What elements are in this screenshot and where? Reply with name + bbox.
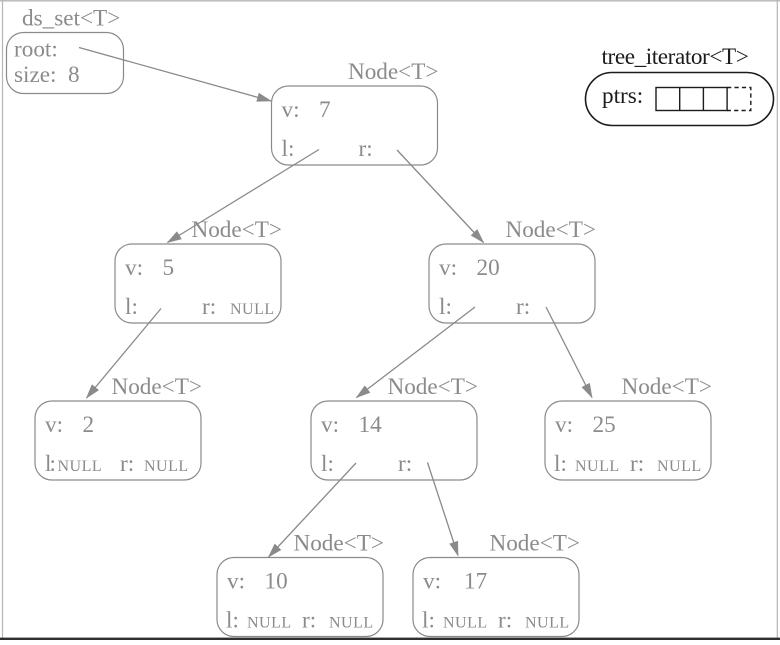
svg-text:NULL: NULL	[657, 458, 702, 475]
svg-text:Node<T>: Node<T>	[505, 217, 596, 243]
svg-text:size:: size:	[14, 62, 57, 88]
svg-text:17: 17	[464, 569, 487, 595]
svg-text:Node<T>: Node<T>	[348, 59, 439, 85]
svg-text:l:: l:	[422, 608, 435, 634]
svg-text:Node<T>: Node<T>	[387, 374, 478, 400]
svg-text:r:: r:	[398, 451, 412, 477]
svg-text:r:: r:	[498, 608, 512, 634]
svg-text:l:: l:	[554, 451, 567, 477]
svg-text:v:: v:	[125, 255, 143, 281]
svg-text:5: 5	[163, 255, 175, 281]
svg-text:NULL: NULL	[58, 458, 103, 475]
svg-text:NULL: NULL	[443, 615, 488, 632]
svg-text:r:: r:	[120, 451, 134, 477]
svg-text:2: 2	[83, 412, 95, 438]
svg-text:r:: r:	[302, 608, 316, 634]
svg-text:l:: l:	[125, 294, 138, 320]
svg-text:10: 10	[265, 569, 288, 595]
svg-text:8: 8	[68, 62, 80, 88]
svg-text:v:: v:	[439, 255, 457, 281]
svg-text:NULL: NULL	[575, 458, 620, 475]
svg-text:Node<T>: Node<T>	[621, 374, 712, 400]
svg-text:l:: l:	[282, 136, 295, 162]
svg-text:v:: v:	[45, 412, 63, 438]
svg-text:NULL: NULL	[247, 615, 292, 632]
svg-text:NULL: NULL	[525, 615, 570, 632]
svg-text:7: 7	[319, 97, 331, 123]
svg-text:r:: r:	[516, 294, 530, 320]
svg-text:Node<T>: Node<T>	[489, 531, 580, 557]
svg-text:l:: l:	[439, 294, 452, 320]
svg-text:l:: l:	[45, 451, 54, 477]
svg-text:25: 25	[593, 412, 616, 438]
svg-text:Node<T>: Node<T>	[111, 374, 202, 400]
svg-text:Node<T>: Node<T>	[293, 531, 384, 557]
svg-text:v:: v:	[423, 569, 441, 595]
svg-text:ptrs:: ptrs:	[602, 83, 643, 109]
svg-text:ds_set<T>: ds_set<T>	[22, 6, 120, 32]
svg-text:NULL: NULL	[144, 458, 189, 475]
svg-text:v:: v:	[282, 97, 300, 123]
svg-text:l:: l:	[321, 451, 334, 477]
svg-text:14: 14	[359, 412, 383, 438]
svg-text:r:: r:	[630, 451, 644, 477]
svg-text:tree_iterator<T>: tree_iterator<T>	[602, 44, 749, 70]
svg-text:NULL: NULL	[329, 615, 374, 632]
svg-text:20: 20	[477, 255, 500, 281]
svg-text:v:: v:	[227, 569, 245, 595]
svg-text:r:: r:	[202, 294, 216, 320]
svg-text:v:: v:	[555, 412, 573, 438]
svg-text:root:: root:	[14, 37, 58, 63]
svg-text:v:: v:	[321, 412, 339, 438]
svg-text:NULL: NULL	[230, 301, 275, 318]
svg-text:r:: r:	[359, 136, 373, 162]
svg-text:Node<T>: Node<T>	[191, 217, 282, 243]
svg-text:l:: l:	[226, 608, 239, 634]
